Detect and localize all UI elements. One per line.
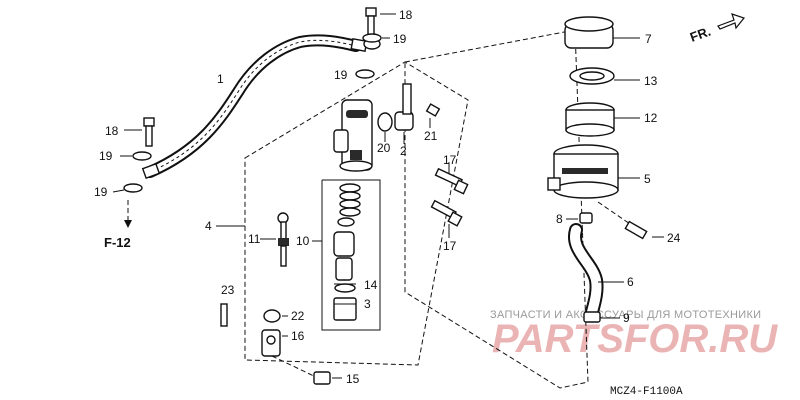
screw-21: [425, 103, 441, 128]
bolt-18-left: [124, 117, 155, 147]
bolt-17-lower: [430, 199, 463, 238]
callout-19-mid: 19: [334, 68, 348, 82]
callout-19-left-a: 19: [99, 149, 113, 163]
callout-13: 13: [644, 74, 658, 88]
hose-clamp-9: [583, 311, 620, 323]
watermark-site-name: PARTSFOR.RU: [492, 317, 778, 361]
front-direction-indicator: FR.: [688, 13, 746, 45]
callouts: 18 19 19 1 18 19 19 20 2 21 17 17 4 11 1…: [94, 8, 681, 386]
screw-24: [597, 201, 664, 240]
spring: [339, 183, 361, 217]
master-cylinder-body: [333, 99, 373, 172]
washer-19-top: [362, 33, 390, 43]
callout-18-left: 18: [105, 124, 119, 138]
callout-10: 10: [296, 234, 310, 248]
outline-master-cylinder-assembly: [244, 61, 469, 366]
plate-13: [569, 67, 640, 85]
washer-19-mid: [355, 69, 375, 79]
assembly-outlines: [244, 29, 589, 389]
push-rod-11: [260, 212, 289, 267]
outline-reservoir-assembly: [404, 29, 589, 389]
piston-set-box: [312, 179, 381, 331]
arrow-to-f12: [124, 200, 132, 228]
bolt-18-top: [365, 7, 396, 37]
watermark-tagline: ЗАПЧАСТИ И АКСЕССУАРЫ ДЛЯ МОТОТЕХНИКИ: [490, 309, 761, 321]
nut-22: [263, 309, 288, 323]
callout-20: 20: [377, 141, 391, 155]
callout-18-top: 18: [399, 8, 413, 22]
figure-reference: F-12: [104, 235, 131, 250]
callout-14: 14: [364, 278, 378, 292]
callout-5: 5: [644, 172, 651, 186]
callout-6: 6: [627, 275, 634, 289]
callout-3: 3: [364, 297, 371, 311]
callout-16: 16: [291, 329, 305, 343]
callout-12: 12: [644, 111, 658, 125]
callout-7: 7: [645, 32, 652, 46]
callout-1: 1: [217, 72, 224, 86]
callout-17-lower: 17: [443, 239, 457, 253]
washer-19-left-b: [112, 183, 143, 193]
callout-4: 4: [205, 219, 212, 233]
diagram-code: MCZ4-F1100A: [610, 386, 683, 398]
callout-23: 23: [221, 283, 235, 297]
callout-19-left-b: 19: [94, 185, 108, 199]
washer-19-left-a: [120, 151, 152, 161]
o-ring-20: [377, 112, 393, 142]
front-direction-label: FR.: [688, 24, 713, 45]
callout-8: 8: [556, 212, 563, 226]
callout-17-upper: 17: [443, 153, 457, 167]
hose-clamp-8: [579, 212, 593, 224]
reservoir-tank-5: [547, 144, 640, 199]
callout-11: 11: [248, 232, 261, 246]
reservoir-hose-6: [568, 223, 624, 319]
callout-9: 9: [623, 311, 630, 325]
callout-22: 22: [291, 309, 305, 323]
hose-joint-2: [394, 83, 414, 144]
callout-24: 24: [667, 231, 681, 245]
joint-16: [261, 329, 288, 357]
callout-2: 2: [400, 144, 407, 158]
diaphragm-12: [565, 102, 640, 137]
cotter-pin-23: [220, 303, 228, 327]
reservoir-cap-7: [564, 16, 640, 49]
bolt-17-upper: [434, 162, 469, 195]
callout-15: 15: [346, 372, 360, 386]
callout-21: 21: [424, 129, 438, 143]
callout-19-top: 19: [393, 32, 407, 46]
joint-pin-15: [271, 355, 342, 385]
watermark: ЗАПЧАСТИ И АКСЕССУАРЫ ДЛЯ МОТОТЕХНИКИ PA…: [490, 309, 778, 361]
